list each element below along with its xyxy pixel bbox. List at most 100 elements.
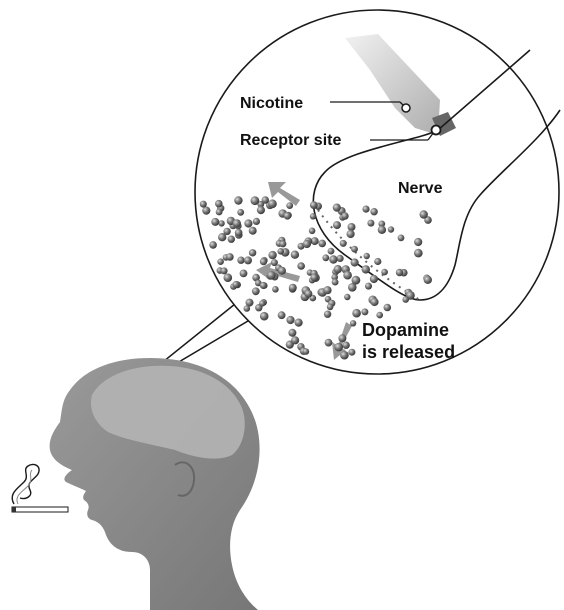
dopamine-molecule	[249, 227, 257, 235]
dopamine-molecule	[328, 248, 335, 255]
dopamine-molecule	[251, 196, 260, 205]
dopamine-molecule	[370, 208, 377, 215]
dopamine-molecule	[310, 213, 316, 219]
dopamine-molecule	[216, 209, 223, 216]
dopamine-molecule	[223, 228, 230, 235]
dopamine-molecule	[226, 253, 234, 261]
dopamine-molecule	[260, 282, 267, 289]
dopamine-molecule	[303, 348, 310, 355]
dopamine-molecule	[295, 319, 303, 327]
dopamine-molecule	[341, 212, 348, 219]
dopamine-molecule	[370, 298, 378, 306]
dopamine-label-line1: Dopamine	[362, 320, 449, 340]
dopamine-molecule	[334, 343, 343, 352]
dopamine-molecule	[310, 201, 318, 209]
dopamine-molecule	[215, 200, 223, 208]
smoke-icon	[12, 464, 39, 504]
dopamine-molecule	[268, 199, 277, 208]
dopamine-molecule	[267, 271, 276, 280]
dopamine-molecule	[348, 223, 356, 231]
dopamine-molecule	[333, 221, 341, 229]
dopamine-molecule	[329, 255, 337, 263]
dopamine-molecule	[235, 229, 243, 237]
nerve-label: Nerve	[398, 180, 443, 197]
dopamine-molecule	[244, 305, 251, 312]
dopamine-label-line2: is released	[362, 342, 455, 362]
dopamine-molecule	[218, 220, 224, 226]
dopamine-molecule	[286, 202, 293, 209]
dopamine-molecule	[414, 249, 423, 258]
receptor-site-label: Receptor site	[240, 132, 341, 149]
dopamine-molecule	[303, 240, 311, 248]
dopamine-molecule	[284, 212, 292, 220]
dopamine-molecule	[384, 304, 392, 312]
dopamine-molecule	[224, 273, 233, 282]
dopamine-molecule	[310, 274, 318, 282]
dopamine-molecule	[381, 269, 388, 276]
dopamine-molecule	[232, 281, 239, 288]
dopamine-molecule	[279, 240, 286, 247]
dopamine-molecule	[343, 271, 352, 280]
dopamine-molecule	[233, 219, 241, 227]
dopamine-molecule	[362, 265, 370, 273]
dopamine-molecule	[376, 312, 383, 319]
dopamine-molecule	[350, 320, 356, 326]
dopamine-molecule	[325, 339, 333, 347]
dopamine-molecule	[289, 284, 297, 292]
dopamine-molecule	[333, 204, 341, 212]
dopamine-molecule	[237, 209, 244, 216]
dopamine-molecule	[424, 276, 432, 284]
dopamine-molecule	[211, 218, 219, 226]
dopamine-molecule	[388, 226, 394, 232]
nicotine-label: Nicotine	[240, 95, 303, 112]
dopamine-molecule	[378, 226, 386, 234]
dopamine-molecule	[240, 270, 248, 278]
dopamine-molecule	[288, 329, 296, 337]
dopamine-molecule	[277, 248, 284, 255]
dopamine-molecule	[348, 349, 355, 356]
nicotine-molecule	[402, 104, 410, 112]
dopamine-molecule	[352, 276, 361, 285]
dopamine-molecule	[298, 263, 305, 270]
dopamine-molecule	[259, 300, 265, 306]
dopamine-molecule	[234, 196, 242, 204]
dopamine-molecule	[337, 255, 344, 262]
cigarette-icon	[12, 507, 68, 512]
dopamine-molecule	[347, 230, 355, 238]
receptor-site-marker	[432, 126, 441, 135]
dopamine-molecule	[228, 236, 235, 243]
dopamine-molecule	[344, 294, 350, 300]
dopamine-molecule	[304, 290, 312, 298]
dopamine-molecule	[420, 210, 428, 218]
dopamine-molecule	[253, 218, 260, 225]
dopamine-molecule	[221, 267, 228, 274]
dopamine-molecule	[338, 334, 346, 342]
dopamine-molecule	[244, 256, 252, 264]
dopamine-molecule	[262, 196, 269, 203]
dopamine-molecule	[340, 351, 349, 360]
dopamine-molecule	[268, 251, 276, 259]
dopamine-molecule	[327, 304, 334, 311]
dopamine-molecule	[342, 342, 349, 349]
dopamine-molecule	[291, 336, 299, 344]
dopamine-molecule	[217, 258, 224, 265]
dopamine-molecule	[318, 240, 326, 248]
dopamine-molecule	[260, 312, 269, 321]
dopamine-molecule	[244, 219, 252, 227]
dopamine-molecule	[323, 286, 331, 294]
dopamine-molecule	[340, 240, 347, 247]
dopamine-molecule	[260, 258, 267, 265]
dopamine-molecule	[324, 311, 331, 318]
dopamine-molecule	[367, 220, 374, 227]
dopamine-molecule	[209, 241, 217, 249]
dopamine-molecule	[334, 265, 342, 273]
dopamine-molecule	[272, 286, 279, 293]
dopamine-molecule	[278, 311, 286, 319]
dopamine-molecule	[361, 308, 368, 315]
dopamine-molecule	[351, 246, 358, 253]
dopamine-molecule	[402, 296, 409, 303]
dopamine-molecule	[396, 269, 403, 276]
dopamine-molecule	[322, 254, 329, 261]
dopamine-molecule	[286, 316, 294, 324]
